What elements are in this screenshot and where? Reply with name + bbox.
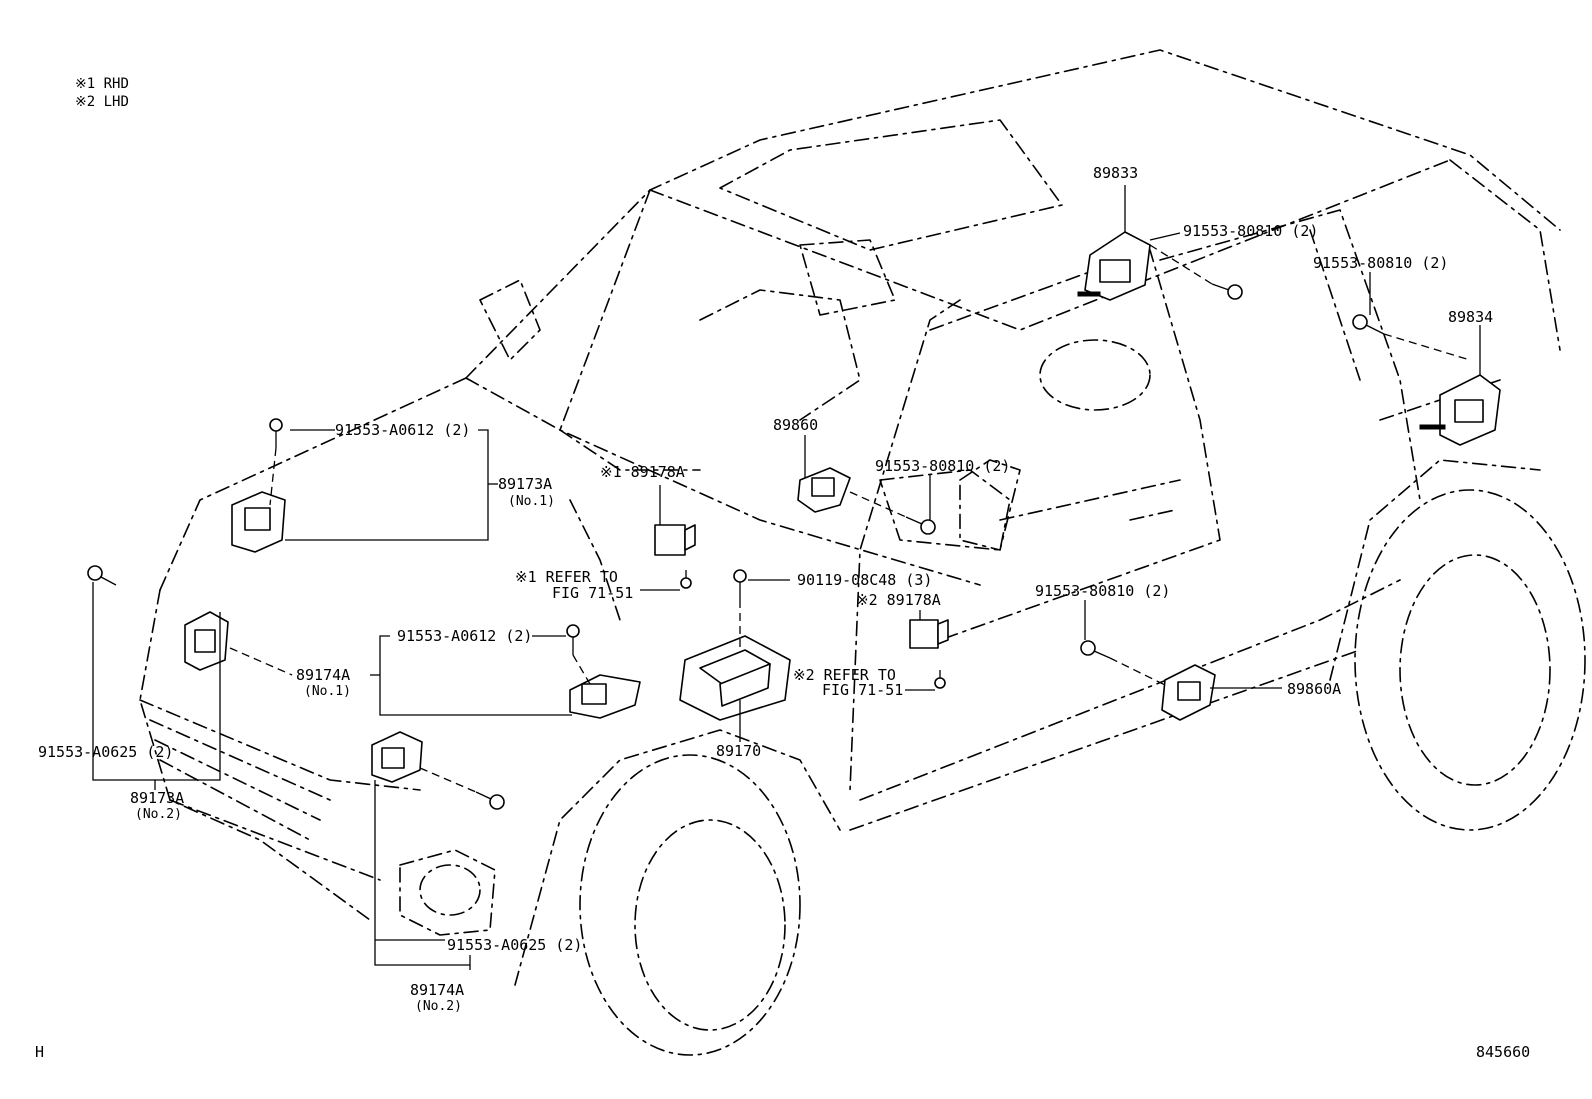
label-bolt-a0612-top: 91553-A0612 (2) (335, 421, 470, 439)
bolt-icons (87, 283, 1385, 810)
legend: ※1 RHD ※2 LHD (75, 76, 129, 110)
label-bolt-80810-top: 91553-80810 (2) (1183, 222, 1318, 240)
label-refer-lhd-line2: FIG 71-51 (822, 681, 903, 699)
vehicle-outline (139, 49, 1586, 1056)
label-89173a-no2-sub: (No.2) (135, 807, 182, 822)
label-bolt-80810-rear: 91553-80810 (2) (1313, 254, 1448, 272)
label-89174a-no1: 89174A (296, 666, 350, 684)
part-labels: 89833 91553-80810 (2) 91553-80810 (2) 89… (38, 164, 1493, 1014)
label-89173a-no1: 89173A (498, 475, 552, 493)
bolt-icon (733, 569, 747, 600)
legend-rhd: ※1 RHD (75, 76, 129, 92)
label-89170: 89170 (716, 742, 761, 760)
label-89178a-lhd: ※2 89178A (856, 591, 941, 609)
label-89174a-no2-sub: (No.2) (415, 999, 462, 1014)
bolt-icon (1211, 283, 1243, 300)
bolt-icon (1080, 640, 1111, 659)
diagram-number: 845660 (1476, 1043, 1530, 1061)
part-89170-drawing (679, 635, 791, 721)
label-89833: 89833 (1093, 164, 1138, 182)
label-89860: 89860 (773, 416, 818, 434)
label-89173a-no2: 89173A (130, 789, 184, 807)
bolt-icon (475, 791, 505, 810)
label-89860a: 89860A (1287, 680, 1341, 698)
part-89173a-no2-drawing (184, 611, 229, 671)
footer: H 845660 (35, 1043, 1530, 1061)
label-89174a-no2: 89174A (410, 981, 464, 999)
bolt-icon (934, 670, 946, 689)
bolt-icon (566, 624, 580, 655)
bolt-icon (87, 565, 117, 586)
part-89860a-drawing (1161, 664, 1216, 721)
label-bolt-a0625-left: 91553-A0625 (2) (38, 743, 173, 761)
part-89174a-no1-drawing (569, 674, 641, 719)
label-bolt-80810-low: 91553-80810 (2) (1035, 582, 1170, 600)
label-89834: 89834 (1448, 308, 1493, 326)
label-bolt-80810-mid: 91553-80810 (2) (875, 457, 1010, 475)
legend-lhd: ※2 LHD (75, 94, 129, 110)
bolt-icon (1352, 314, 1385, 335)
leader-lines (92, 185, 1481, 970)
part-89174a-no2-drawing (371, 731, 423, 783)
part-89178a-rhd-drawing (654, 524, 696, 556)
part-89834-drawing (1419, 374, 1501, 446)
bolt-icon (269, 418, 283, 448)
label-refer-lhd-line1: ※2 REFER TO (793, 666, 896, 684)
label-refer-rhd-line1: ※1 REFER TO (515, 568, 618, 586)
footer-left-code: H (35, 1043, 44, 1061)
part-89860-drawing (797, 467, 851, 513)
part-89178a-lhd-drawing (909, 619, 949, 649)
label-89174a-no1-sub: (No.1) (304, 684, 351, 699)
label-89173a-no1-sub: (No.1) (508, 494, 555, 509)
label-refer-rhd-line2: FIG 71-51 (552, 584, 633, 602)
label-89178a-rhd: ※1 89178A (600, 463, 685, 481)
part-89833-drawing (1077, 231, 1151, 301)
bolt-icon (905, 516, 936, 535)
label-bolt-90119: 90119-08C48 (3) (797, 571, 932, 589)
label-bolt-a0612-mid: 91553-A0612 (2) (397, 627, 532, 645)
label-bolt-a0625-bottom: 91553-A0625 (2) (447, 936, 582, 954)
bolt-icon (680, 570, 692, 589)
part-89173a-no1-drawing (231, 491, 286, 553)
